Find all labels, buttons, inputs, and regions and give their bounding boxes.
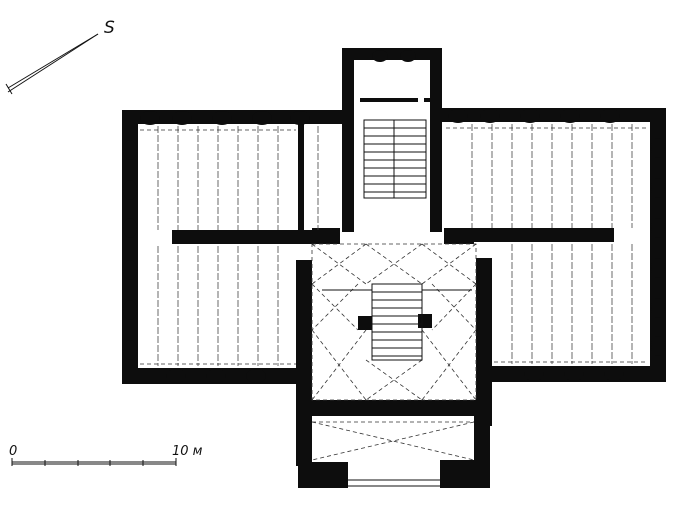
window-piers <box>123 50 665 383</box>
central-hall-vaults <box>311 243 477 401</box>
scale-start-label: 0 <box>9 444 17 459</box>
floor-joists <box>140 124 648 366</box>
stair-tower-steps <box>363 119 427 199</box>
compass-label: S <box>104 18 115 38</box>
central-stair-steps <box>322 283 472 361</box>
outer-walls <box>122 48 666 430</box>
scale-end-label: 10 м <box>172 444 203 459</box>
compass-arrow <box>5 33 99 95</box>
entrance-porch <box>296 402 490 488</box>
scale-bar <box>11 458 177 466</box>
